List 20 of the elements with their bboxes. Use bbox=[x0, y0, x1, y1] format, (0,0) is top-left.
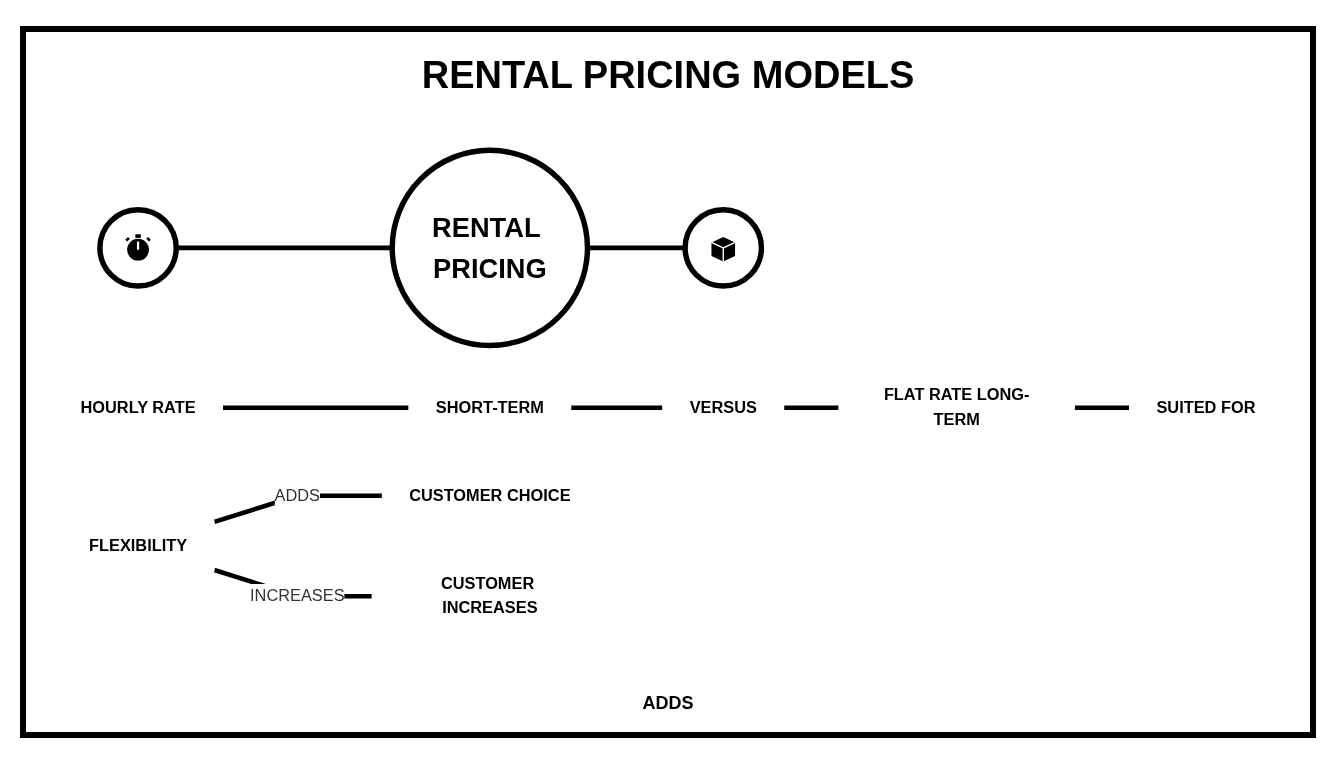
node-text: SUITED FOR bbox=[1156, 397, 1256, 417]
node-circle bbox=[389, 147, 591, 348]
node-text: HOURLY RATE bbox=[80, 397, 196, 417]
flow-diagram: ADDS INCREASES RENTAL PRICING HOURLY RATE SHORT-TERM VERSUS FLAT RATE LONG-TERM SUITED FOR FLEXIBILITY CUSTOMER CHOICE CUSTOMER INCREASES bbox=[46, 142, 1290, 642]
node-circle bbox=[97, 206, 179, 289]
connector bbox=[1074, 405, 1130, 410]
node-text: FLEXIBILITY bbox=[89, 536, 188, 555]
node-text: FLAT RATE LONG-TERM bbox=[883, 385, 1030, 429]
node-text: VERSUS bbox=[689, 397, 757, 417]
diagram-title: RENTAL PRICING MODELS bbox=[421, 54, 915, 97]
edge-label: INCREASES bbox=[250, 586, 345, 605]
connector bbox=[571, 405, 663, 410]
node-text: SHORT-TERM bbox=[435, 397, 544, 417]
node-circle bbox=[682, 206, 765, 289]
note-label: ADDS bbox=[642, 693, 694, 714]
edge-label: ADDS bbox=[274, 485, 321, 505]
node-text: CUSTOMER CHOICE bbox=[409, 485, 571, 505]
connector bbox=[784, 405, 839, 410]
node-text: CUSTOMER INCREASES bbox=[440, 574, 538, 617]
connector bbox=[222, 405, 409, 410]
